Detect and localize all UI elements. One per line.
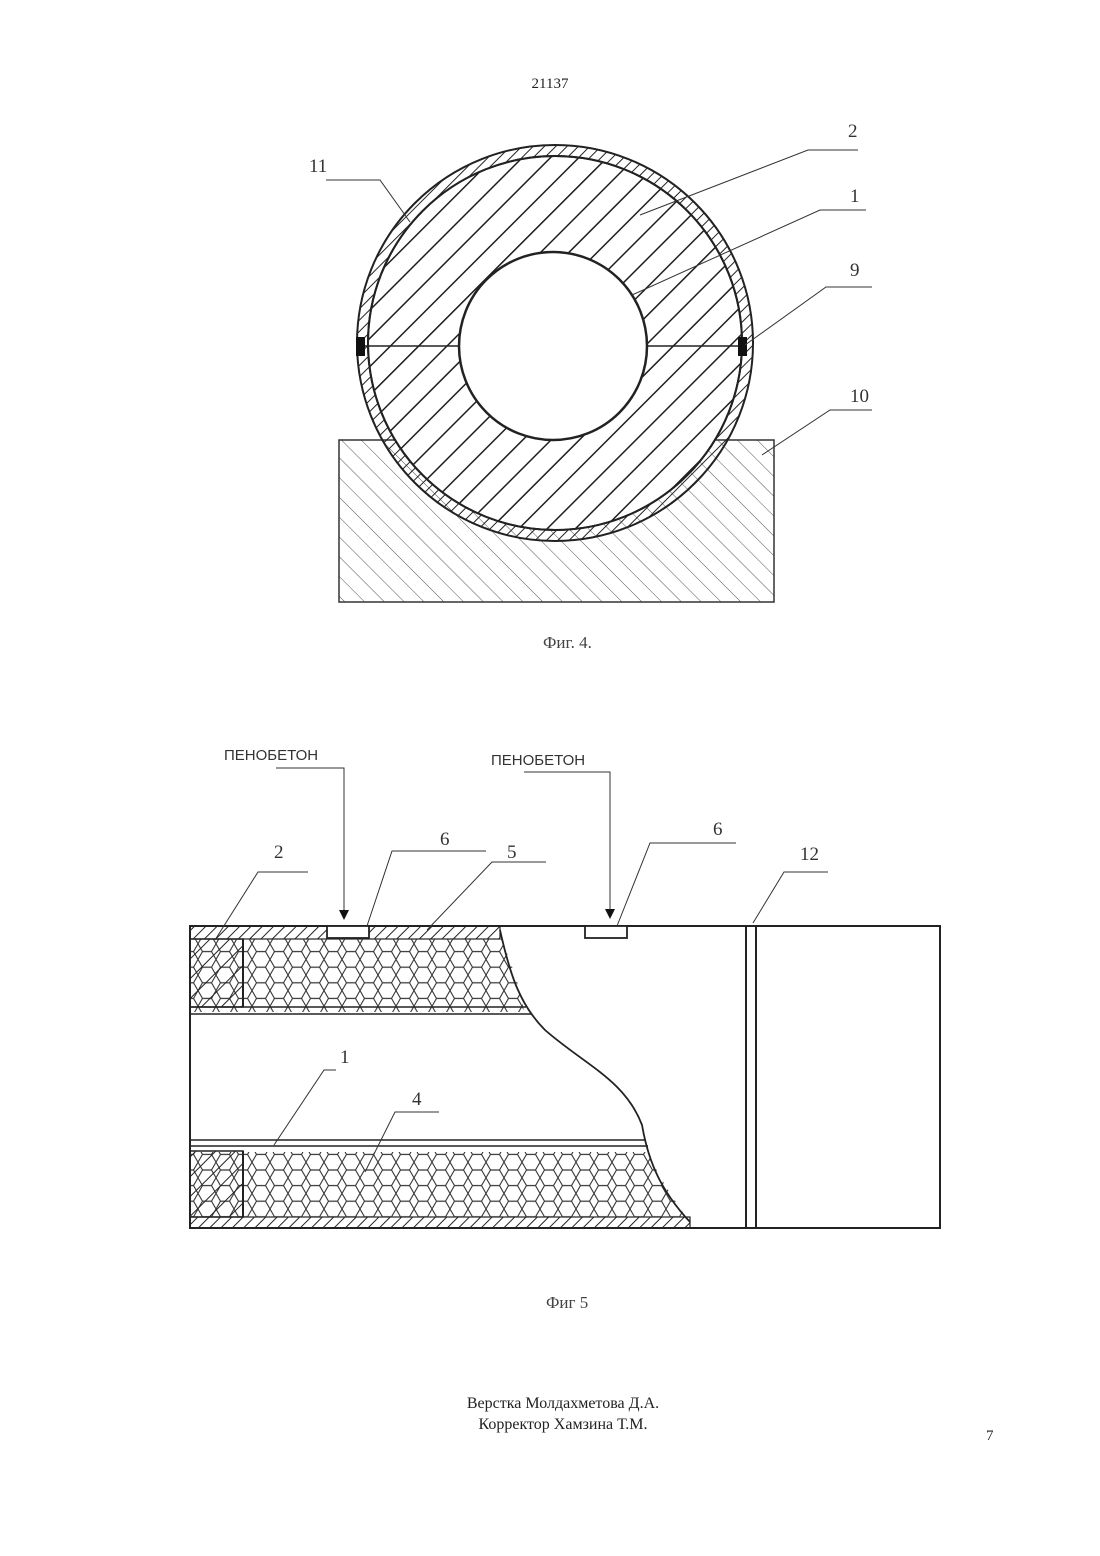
fig5-label-6-left: 6 [440,829,450,850]
fig5-label-12: 12 [800,844,819,865]
figure-5-caption: Фиг 5 [546,1293,588,1313]
fig5-label-6-right: 6 [713,819,723,840]
fig4-label-2: 2 [848,121,858,142]
fig5-label-5: 5 [507,842,517,863]
figure-4-caption: Фиг. 4. [543,633,592,653]
joint-seal-left [356,337,365,356]
fig5-label-1: 1 [340,1047,350,1068]
fig5-label-foam-left: ПЕНОБЕТОН [224,747,318,764]
foam-port-left [327,926,369,938]
figure-5-drawing [190,768,940,1228]
foam-port-right [585,926,627,938]
fig5-label-foam-right: ПЕНОБЕТОН [491,752,585,769]
fig5-label-2: 2 [274,842,284,863]
inner-pipe [459,252,647,440]
credits: Верстка Молдахметова Д.А. Корректор Хамз… [0,1393,1100,1435]
proof-credit: Корректор Хамзина Т.М. [0,1414,1100,1435]
fig4-label-9: 9 [850,260,860,281]
fig4-label-11: 11 [309,156,327,177]
page-number: 7 [986,1428,994,1445]
layout-credit: Верстка Молдахметова Д.А. [0,1393,1100,1414]
figure-4-drawing [326,145,872,602]
fig4-label-10: 10 [850,386,869,407]
fig5-label-4: 4 [412,1089,422,1110]
joint-seal-right [738,337,747,356]
fig4-label-1: 1 [850,186,860,207]
